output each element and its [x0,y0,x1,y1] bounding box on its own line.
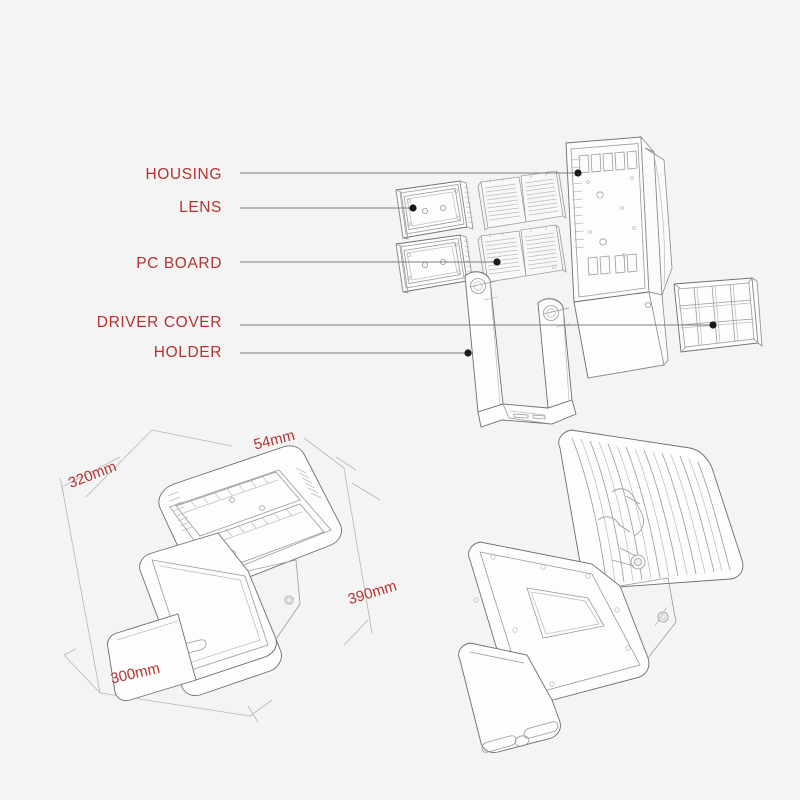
callout-label-holder: HOLDER [153,344,222,361]
callout-label-housing: HOUSING [145,166,222,183]
leader-dot-pc-board [493,258,501,266]
leader-dot-housing [574,169,582,177]
dimension-lines-front-view [59,429,381,723]
component-lens-upper [395,180,474,240]
component-lens-lower [395,234,474,294]
leader-dot-holder [464,349,472,357]
component-pc-board-upper [477,170,567,231]
component-holder [464,271,577,428]
product-front-view [107,445,342,702]
component-pc-board-lower [477,224,567,285]
leader-dot-driver-cover [709,321,717,329]
product-rear-view [458,429,744,753]
component-housing [565,135,673,379]
callout-label-pc-board: PC BOARD [136,255,222,272]
callout-label-lens: LENS [179,199,222,216]
leader-dot-lens [409,204,417,212]
callout-label-driver-cover: DRIVER COVER [96,314,222,331]
